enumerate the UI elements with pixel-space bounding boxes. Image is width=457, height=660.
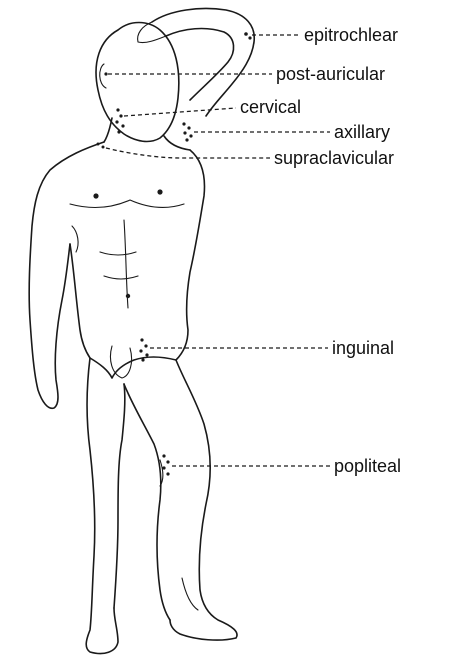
right-nipple: [157, 189, 162, 194]
label-inguinal: inguinal: [332, 338, 394, 358]
left-nipple: [93, 193, 98, 198]
post-auricular-nodes: [104, 72, 107, 75]
label-supraclavicular: supraclavicular: [274, 148, 394, 168]
navel: [126, 294, 130, 298]
popliteal-nodes: [162, 454, 169, 475]
groin-outline: [90, 357, 176, 378]
left-arm-outline: [29, 142, 104, 408]
raised-arm-inner: [166, 29, 234, 100]
leader-cervical: [124, 108, 236, 116]
labels: epitrochlear post-auricular cervical axi…: [240, 25, 401, 476]
abdomen-detail: [100, 252, 138, 279]
label-epitrochlear: epitrochlear: [304, 25, 398, 45]
axillary-nodes: [182, 122, 192, 141]
right-calf-detail: [182, 578, 198, 610]
right-leg-inner: [124, 384, 170, 620]
lymph-node-clusters: [97, 32, 252, 475]
left-leg-inner: [114, 384, 125, 608]
right-leg-outer: [170, 360, 237, 640]
label-axillary: axillary: [334, 122, 390, 142]
left-leg-outer: [86, 358, 118, 654]
label-post-auricular: post-auricular: [276, 64, 385, 84]
chest-line: [70, 200, 184, 207]
left-forearm-detail: [72, 226, 78, 252]
epitrochlear-nodes: [244, 32, 251, 39]
label-cervical: cervical: [240, 97, 301, 117]
body-figure: [29, 9, 254, 654]
raised-arm-outer: [152, 9, 254, 117]
right-torso-outline: [176, 150, 204, 360]
left-torso-outline: [70, 244, 90, 358]
ear-outline: [100, 64, 106, 88]
label-popliteal: popliteal: [334, 456, 401, 476]
